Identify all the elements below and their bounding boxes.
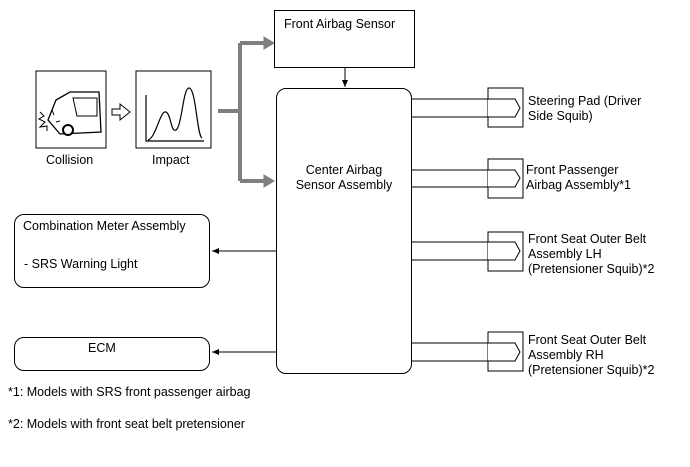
center-airbag-sensor-box: Center Airbag Sensor Assembly <box>276 88 412 374</box>
seat-belt-lh-label: Front Seat Outer Belt Assembly LH (Prete… <box>528 232 655 276</box>
impact-graph-icon <box>135 70 212 149</box>
front-passenger-airbag-label: Front Passenger Airbag Assembly*1 <box>526 163 631 192</box>
combination-meter-box: Combination Meter Assembly - SRS Warning… <box>14 214 210 288</box>
front-airbag-sensor-label: Front Airbag Sensor <box>284 17 396 31</box>
seat-belt-rh-label: Front Seat Outer Belt Assembly RH (Prete… <box>528 333 655 377</box>
ecm-label: ECM <box>88 341 116 355</box>
impact-branch-arrows <box>218 36 275 188</box>
collision-to-impact-arrow <box>111 102 131 122</box>
steering-pad-label: Steering Pad (Driver Side Squib) <box>528 94 642 123</box>
impact-label: Impact <box>152 153 190 167</box>
ecm-box: ECM <box>14 337 210 371</box>
output-lines <box>412 98 490 362</box>
srs-warning-light-label: - SRS Warning Light <box>24 257 138 271</box>
combination-meter-title: Combination Meter Assembly <box>23 219 186 233</box>
center-airbag-sensor-label: Center Airbag Sensor Assembly <box>295 163 393 192</box>
footnote-2: *2: Models with front seat belt pretensi… <box>8 417 245 431</box>
front-airbag-sensor-box: Front Airbag Sensor <box>274 10 415 68</box>
footnote-1: *1: Models with SRS front passenger airb… <box>8 385 251 399</box>
squib-symbols <box>487 87 524 372</box>
collision-car-icon <box>35 70 107 149</box>
collision-label: Collision <box>46 153 94 167</box>
